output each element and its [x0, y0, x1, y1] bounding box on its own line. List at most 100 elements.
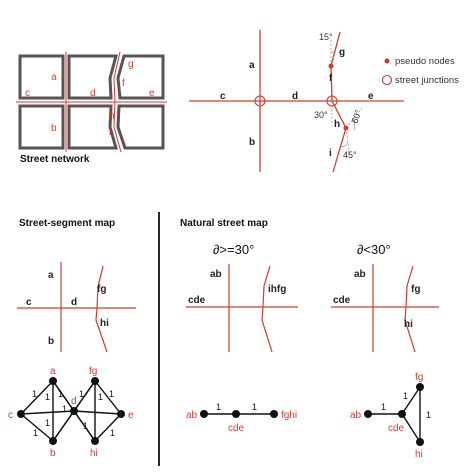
lt-weight-2: 1	[403, 391, 408, 401]
net-label-a: a	[51, 72, 57, 83]
lt-node-label-ab: ab	[350, 410, 362, 421]
segment-graph-nodes	[17, 377, 125, 445]
pseudo-node-fg	[328, 63, 334, 69]
ref-dash-60	[345, 107, 363, 129]
seg-weight: 1	[45, 392, 50, 402]
seg-node-b	[49, 437, 57, 445]
seg-edge-d-e	[73, 410, 122, 415]
seg-weight: 1	[98, 392, 103, 402]
seg-node-label-hi: hi	[90, 448, 98, 459]
ge-weight-1: 1	[216, 402, 221, 412]
block-top-left	[18, 54, 65, 100]
lt-label-fg: fg	[411, 284, 420, 295]
seg-label-c: c	[26, 297, 32, 308]
seg-edge-hi-e	[94, 413, 122, 442]
block-bottom-right	[116, 104, 165, 150]
legend-pseudo-nodes: pseudo nodes	[395, 56, 455, 67]
street-fghi	[113, 51, 122, 153]
street-network-caption: Street network	[20, 154, 90, 165]
seg-node-label-fg: fg	[89, 366, 97, 377]
arc-45	[340, 141, 349, 147]
rule-ge-30: ∂>=30°	[213, 242, 254, 257]
angle-30: 30°	[314, 110, 328, 120]
block-bottom-middle	[67, 104, 118, 150]
lt-node-fg	[416, 383, 424, 391]
seg-weight: 1	[32, 389, 37, 399]
seg-node-label-b: b	[50, 448, 56, 459]
seg-edge-c-d	[20, 410, 75, 415]
natural-street-map-panel: Natural street map ∂>=30° ∂<30° ab cde i…	[180, 218, 439, 460]
lt-node-hi	[416, 438, 424, 446]
pseudo-node-hi	[343, 125, 349, 131]
ge-label-cde: cde	[188, 295, 206, 306]
junction-detail-panel: a b c d e f g h i 15° 30° 60° 45° pseudo…	[189, 30, 459, 173]
lt-edge-cde-hi	[401, 413, 421, 443]
ge-node-label-cde: cde	[228, 423, 245, 434]
block-top-middle	[67, 54, 118, 100]
legend-street-junctions: street junctions	[395, 75, 459, 86]
detail-label-g: g	[339, 47, 345, 58]
ge-label-ihfg: ihfg	[268, 284, 286, 295]
net-label-g: g	[128, 59, 134, 70]
seg-edge-c-b	[20, 413, 54, 442]
seg-label-fg: fg	[97, 284, 106, 295]
net-label-d: d	[90, 88, 96, 99]
seg-label-a: a	[48, 270, 54, 281]
ge-node-label-ab: ab	[186, 410, 198, 421]
seg-node-hi	[91, 437, 99, 445]
lt-node-cde	[398, 410, 406, 418]
block-bottom-left	[18, 104, 65, 150]
ge-node-cde	[232, 410, 240, 418]
junction-right-circle	[326, 95, 338, 107]
ge-weight-2: 1	[252, 402, 257, 412]
seg-node-a	[49, 377, 57, 385]
lt-weight-1: 1	[381, 402, 386, 412]
seg-node-e	[117, 410, 125, 418]
seg-node-d	[70, 407, 78, 415]
ge-node-label-fghi: fghi	[281, 410, 297, 421]
angle-15: 15°	[319, 32, 333, 42]
segment-map-title: Street-segment map	[19, 218, 115, 229]
ge-node-ab	[200, 410, 208, 418]
seg-edge-fg-e	[94, 380, 122, 415]
lt-node-label-fg: fg	[415, 372, 423, 383]
ge-street-ihfg	[261, 265, 273, 353]
ge-label-ab: ab	[210, 269, 222, 280]
seg-weight: 1	[62, 404, 67, 414]
detail-label-c: c	[220, 91, 226, 102]
net-label-b: b	[51, 123, 57, 134]
block-top-right	[116, 54, 165, 100]
detail-label-h: h	[334, 119, 340, 130]
lt-weight-3: 1	[426, 410, 431, 420]
ref-dash-45	[345, 127, 351, 157]
lt-label-cde: cde	[333, 295, 351, 306]
lt-edge-cde-fg	[401, 386, 421, 415]
seg-street-fghi	[95, 265, 108, 353]
arc-15	[330, 51, 335, 55]
seg-node-c	[17, 410, 25, 418]
seg-label-hi: hi	[100, 318, 109, 329]
lt-node-label-hi: hi	[415, 449, 423, 460]
seg-weight: 1	[110, 428, 115, 438]
segment-graph-weights: 1 1 1 1 1 1 1 1 1 1 1	[32, 389, 115, 438]
seg-node-fg	[91, 377, 99, 385]
seg-label-d: d	[71, 297, 77, 308]
lt-node-label-cde: cde	[388, 423, 405, 434]
street-segment-map-panel: Street-segment map a b c d fg hi 1	[8, 218, 136, 459]
legend-junction-icon	[381, 74, 393, 86]
seg-label-b: b	[48, 336, 54, 347]
arc-60	[351, 117, 356, 131]
seg-node-label-d: d	[71, 396, 77, 407]
legend-pseudo-node-icon	[384, 58, 390, 64]
seg-weight: 1	[79, 389, 84, 399]
seg-weight: 1	[109, 389, 114, 399]
net-label-c: c	[25, 88, 30, 99]
net-label-f: f	[122, 78, 125, 89]
net-label-e: e	[149, 88, 155, 99]
seg-node-label-e: e	[128, 410, 134, 421]
seg-edge-a-c	[20, 380, 54, 415]
seg-node-label-c: c	[8, 410, 13, 421]
detail-label-d: d	[292, 91, 298, 102]
lt-label-ab: ab	[354, 269, 366, 280]
